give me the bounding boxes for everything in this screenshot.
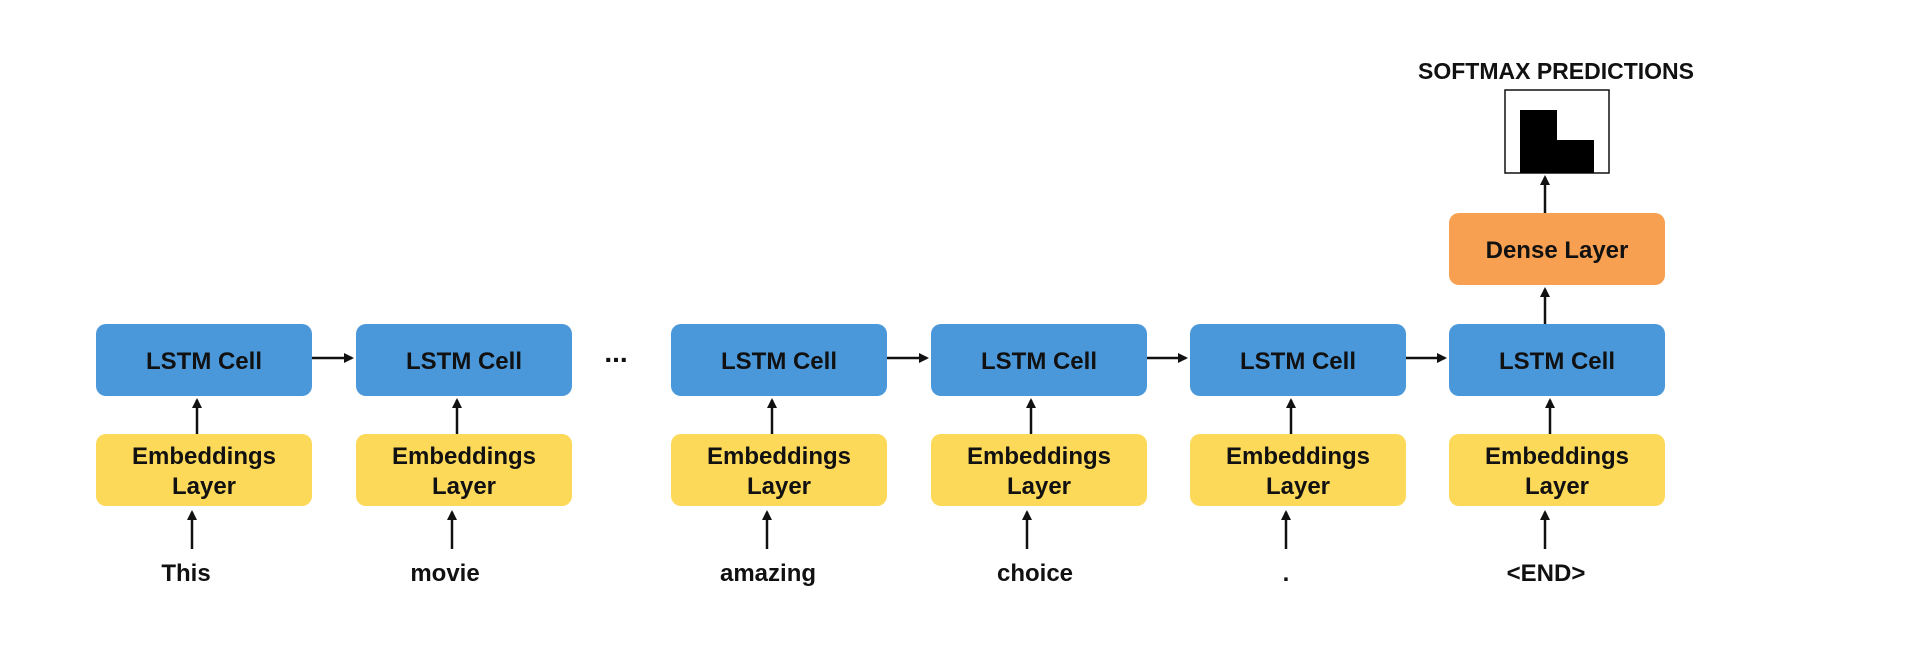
embeddings-layer: [671, 434, 887, 506]
embeddings-label-line1: Embeddings: [707, 443, 851, 470]
embeddings-layer: [96, 434, 312, 506]
ellipsis: ...: [604, 337, 627, 368]
input-word: movie: [410, 560, 479, 587]
dense-layer-box: [1449, 213, 1665, 285]
lstm-cell: [96, 324, 312, 396]
embeddings-layer: [1190, 434, 1406, 506]
embeddings-label-line2: Layer: [1266, 473, 1330, 500]
embeddings-label-line2: Layer: [432, 473, 496, 500]
input-word: <END>: [1507, 560, 1586, 587]
embeddings-label-line1: Embeddings: [1226, 443, 1370, 470]
column-1: LSTM Cell Embeddings Layer This: [96, 324, 312, 587]
input-word: This: [161, 560, 210, 587]
lstm-cell-label: LSTM Cell: [1499, 348, 1615, 375]
dense-layer-label: Dense Layer: [1486, 237, 1629, 264]
lstm-cell-label: LSTM Cell: [981, 348, 1097, 375]
embeddings-layer: [1449, 434, 1665, 506]
input-word: amazing: [720, 560, 816, 587]
lstm-cell-label: LSTM Cell: [406, 348, 522, 375]
embeddings-label-line1: Embeddings: [392, 443, 536, 470]
lstm-cell: [931, 324, 1147, 396]
lstm-cell: [1449, 324, 1665, 396]
softmax-title: SOFTMAX PREDICTIONS: [1418, 58, 1694, 84]
softmax-chart-icon: [1504, 89, 1610, 174]
dense-layer: Dense Layer: [1449, 213, 1665, 285]
embeddings-label-line1: Embeddings: [132, 443, 276, 470]
embeddings-label-line1: Embeddings: [1485, 443, 1629, 470]
embeddings-layer: [356, 434, 572, 506]
column-4: LSTM Cell Embeddings Layer choice: [931, 324, 1147, 587]
lstm-cell-label: LSTM Cell: [721, 348, 837, 375]
embeddings-label-line2: Layer: [747, 473, 811, 500]
lstm-cell-label: LSTM Cell: [1240, 348, 1356, 375]
column-3: LSTM Cell Embeddings Layer amazing: [671, 324, 887, 587]
lstm-cell: [1190, 324, 1406, 396]
input-word: choice: [997, 560, 1073, 587]
embeddings-label-line1: Embeddings: [967, 443, 1111, 470]
input-word: .: [1283, 560, 1290, 587]
embeddings-label-line2: Layer: [1525, 473, 1589, 500]
column-5: LSTM Cell Embeddings Layer .: [1190, 324, 1406, 587]
lstm-cell: [356, 324, 572, 396]
embeddings-label-line2: Layer: [1007, 473, 1071, 500]
lstm-cell: [671, 324, 887, 396]
embeddings-layer: [931, 434, 1147, 506]
embeddings-label-line2: Layer: [172, 473, 236, 500]
lstm-cell-label: LSTM Cell: [146, 348, 262, 375]
column-6: LSTM Cell Embeddings Layer <END>: [1449, 324, 1665, 587]
column-2: LSTM Cell Embeddings Layer movie: [356, 324, 572, 587]
